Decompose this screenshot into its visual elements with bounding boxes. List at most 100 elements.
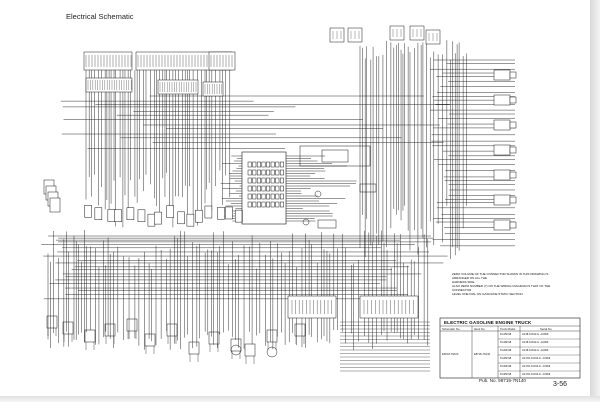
ecu-pin (270, 161, 275, 168)
ecu-pin (275, 201, 280, 208)
sensor-box (359, 183, 377, 193)
note-line: ZERO VOLUME OF THE CONNECTOR SHOWN IN TH… (452, 272, 549, 280)
ecu-pin (252, 177, 257, 184)
sensor-connector (177, 211, 185, 225)
page-bottom-shadow (0, 396, 600, 402)
ecu-pin (247, 161, 252, 168)
fuse-block (287, 295, 337, 319)
schematic-number: E3P18-7N160 (442, 353, 459, 356)
ecu-pin (279, 185, 284, 192)
truck-model: FG15N18 (500, 333, 512, 336)
ecu-pin (270, 177, 275, 184)
header-truck-model: Truck Model (500, 327, 516, 331)
ecu-pin (256, 177, 261, 184)
title-block-border (439, 317, 581, 379)
lamp-connector (493, 194, 511, 206)
ecu-pin (275, 193, 280, 200)
note-line: HARNESS SIDE. (452, 280, 476, 284)
ecu-pin (252, 201, 257, 208)
lamp-terminal (509, 146, 517, 154)
ecu-pin (270, 169, 275, 176)
sensor-connector (137, 209, 146, 223)
component-symbol (62, 321, 74, 335)
motor-symbol (266, 346, 278, 358)
truck-model: FG25N18 (500, 357, 512, 360)
component-symbol (104, 323, 116, 337)
ecu-pin (275, 161, 280, 168)
ecu-pin (266, 201, 271, 208)
sensor-connector (126, 207, 135, 220)
ecu-pin (252, 185, 257, 192)
ecu-pin (266, 193, 271, 200)
diagram-notes: ZERO VOLUME OF THE CONNECTOR SHOWN IN TH… (452, 272, 562, 296)
lamp-terminal (509, 96, 517, 104)
top-connector-block (208, 51, 236, 71)
ecu-pin (256, 185, 261, 192)
component-symbol (230, 338, 242, 352)
sensor-connector (94, 207, 103, 220)
lamp-symbol (314, 190, 322, 198)
relay-box (317, 219, 337, 229)
ecu-pin (266, 185, 271, 192)
ecu-pin (270, 201, 275, 208)
component-symbol (188, 341, 200, 355)
ecu-pin (275, 177, 280, 184)
header-serial-no: Serial No. (540, 327, 553, 331)
seat-switch-icon (321, 149, 349, 163)
lamp-symbol (302, 218, 310, 226)
page-number: 3-56 (553, 381, 568, 388)
sensor-connector (195, 209, 203, 223)
ecu-pin (256, 201, 261, 208)
ecu-pin (270, 193, 275, 200)
serial-range: AF17D-10192-& ~10999 (522, 365, 551, 368)
ecu-pin (247, 177, 252, 184)
lamp-connector (493, 69, 511, 81)
ecu-pin (261, 185, 266, 192)
lamp-connector (493, 169, 511, 181)
serial-range: AF18-10192-& ~10999 (522, 349, 549, 352)
ecu-pin (279, 201, 284, 208)
ecu-pin (247, 169, 252, 176)
lamp-terminal (509, 71, 517, 79)
operator-panel (299, 145, 371, 167)
harness-connector (157, 79, 199, 95)
lamp-terminal (509, 171, 517, 179)
serial-range: AF17D-10192-& ~10999 (522, 357, 551, 360)
serial-range: AF18-10192-& ~10999 (522, 333, 549, 336)
sensor-connector (235, 209, 243, 223)
sensor-connector (166, 205, 174, 218)
ecu-pin (266, 169, 271, 176)
ecu-pin (252, 193, 257, 200)
lamp-connector (493, 94, 511, 106)
ecu-pin (252, 169, 257, 176)
component-symbol (144, 333, 156, 347)
ecu-pin (266, 161, 271, 168)
lamp-terminal (509, 196, 517, 204)
ecu-pin (279, 177, 284, 184)
component-symbol (266, 329, 278, 343)
note-line: LEVEL ONE DIAL ON GASOLINE STATIC SECTIO… (452, 292, 524, 296)
component-symbol (166, 323, 178, 337)
ecu-pin (261, 161, 266, 168)
ecu-pin (256, 193, 261, 200)
ecu-pin (266, 177, 271, 184)
ecu-pin (275, 185, 280, 192)
lamp-connector (493, 119, 511, 131)
component-symbol (46, 315, 58, 329)
serial-range: AF18-10192-& ~10999 (522, 341, 549, 344)
ecu-pin (261, 177, 266, 184)
sensor-connector (186, 213, 195, 227)
sensor-connector (147, 213, 156, 227)
sensor-connector (154, 211, 162, 225)
left-connector (49, 197, 61, 213)
sensor-connector (217, 206, 225, 220)
title-block-title: ELECTRIC GASOLINE ENGINE TRUCK (444, 320, 532, 325)
component-symbol (126, 318, 138, 332)
sensor-connector (107, 209, 116, 222)
truck-model: FG30N18 (500, 365, 512, 368)
ecu-pin (247, 201, 252, 208)
lamp-terminal (509, 221, 517, 229)
sensor-connector (204, 205, 213, 219)
ecu-pin (256, 169, 261, 176)
